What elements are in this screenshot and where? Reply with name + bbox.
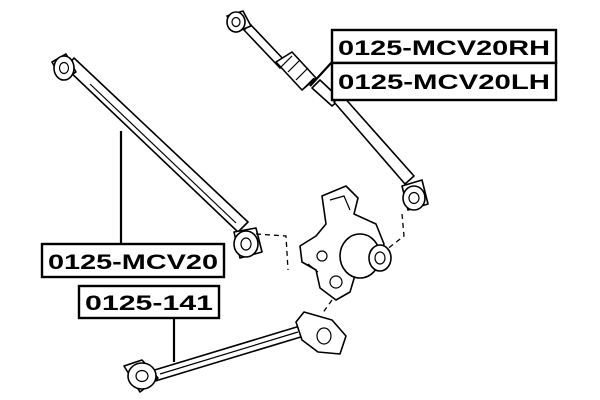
part-number-lateral-arm: 0125-MCV20 — [48, 251, 218, 274]
connection-dashes — [255, 213, 405, 315]
trailing-arm — [123, 311, 347, 393]
adjustable-upper-arm — [226, 10, 429, 211]
part-number-upper-arm-rh: 0125-MCV20RH — [338, 37, 550, 60]
label-trailing-arm: 0125-141 — [77, 284, 221, 320]
part-number-trailing-arm: 0125-141 — [85, 292, 213, 315]
label-lateral-arm: 0125-MCV20 — [40, 242, 226, 279]
label-upper-arm-lh: 0125-MCV20LH — [330, 61, 558, 102]
upper-arm-bottom-bushing — [401, 179, 429, 211]
part-number-upper-arm-lh: 0125-MCV20LH — [338, 71, 550, 94]
upper-arm-top-bushing — [226, 10, 252, 33]
rear-knuckle — [299, 185, 392, 301]
lateral-arm — [51, 53, 263, 259]
lateral-arm-bottom-bushing — [233, 227, 263, 259]
label-upper-arm-rh: 0125-MCV20RH — [330, 28, 558, 65]
trailing-arm-front-bushing — [123, 359, 159, 393]
lateral-arm-top-bushing — [51, 53, 77, 81]
